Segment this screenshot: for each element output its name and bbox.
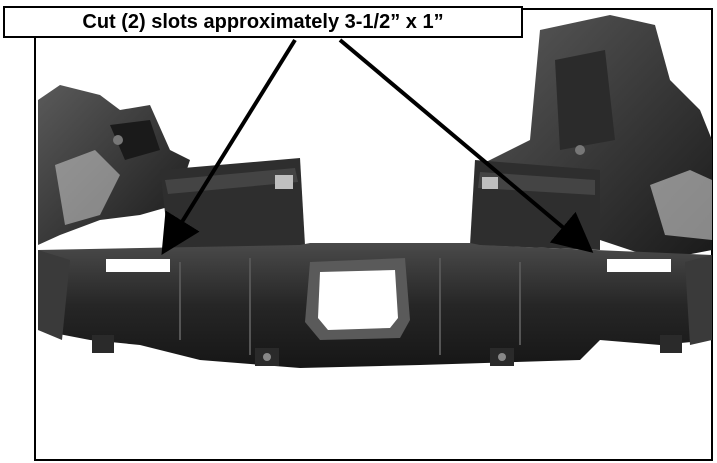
left-slot: [106, 259, 170, 272]
right-slot: [607, 259, 671, 272]
arrow-icon: [161, 38, 297, 255]
main-panel: [38, 243, 712, 368]
arrow-icon: [338, 38, 594, 253]
left-bracket: [38, 85, 190, 245]
instruction-text: Cut (2) slots approximately 3-1/2” x 1”: [82, 10, 444, 33]
instruction-callout: Cut (2) slots approximately 3-1/2” x 1”: [3, 6, 523, 38]
upper-left-section: [160, 158, 305, 255]
